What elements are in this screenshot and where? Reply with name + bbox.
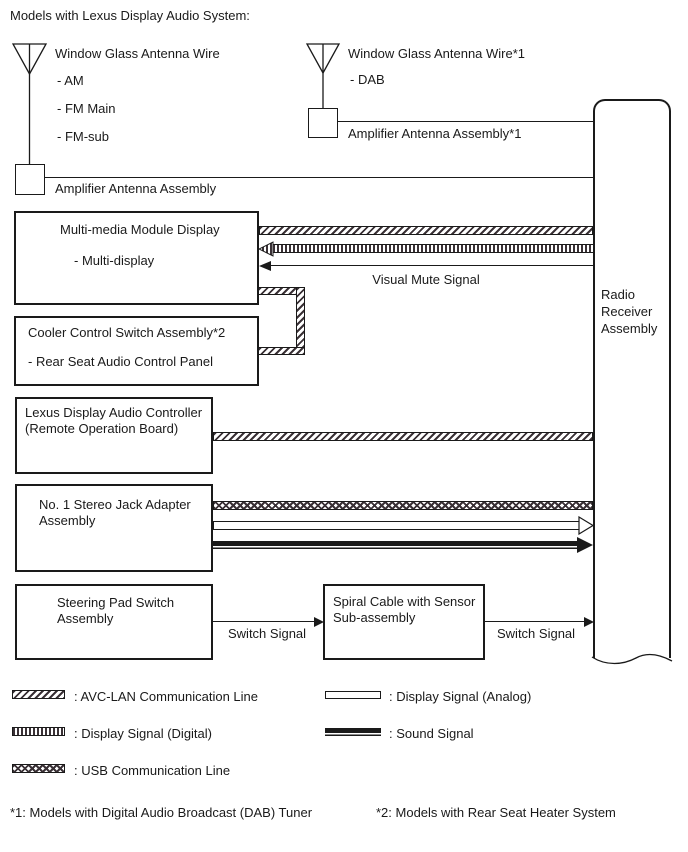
antenna-left-label: Window Glass Antenna Wire <box>55 46 220 61</box>
stereo-jack-line1: No. 1 Stereo Jack Adapter <box>39 497 191 512</box>
legend-usb-label: : USB Communication Line <box>74 763 231 778</box>
stereo-jack-line2: Assembly <box>39 513 96 528</box>
amplifier-antenna-box-dab <box>308 108 338 138</box>
switch-signal-label-1: Switch Signal <box>228 626 307 641</box>
legend-avc-lan-label: : AVC-LAN Communication Line <box>74 689 259 704</box>
legend-sound-label: : Sound Signal <box>389 726 474 741</box>
antenna-right-label: Window Glass Antenna Wire*1 <box>348 46 526 61</box>
cooler-control-title: Cooler Control Switch Assembly*2 <box>28 325 226 340</box>
arrow-left-striped-icon <box>258 241 274 257</box>
antenna-left-item: - AM <box>57 73 84 88</box>
cooler-control-sub: - Rear Seat Audio Control Panel <box>28 354 213 369</box>
arrow-right-icon <box>314 617 324 627</box>
display-digital-line <box>273 244 593 253</box>
antenna-icon <box>305 43 341 108</box>
legend-sound-swatch <box>325 728 381 736</box>
switch-signal-label-2: Switch Signal <box>497 626 576 641</box>
legend-usb-swatch <box>12 764 65 773</box>
sound-line <box>213 541 578 549</box>
visual-mute-line <box>270 265 593 266</box>
display-analog-line <box>213 521 580 530</box>
spiral-cable-line2: Sub-assembly <box>333 610 416 625</box>
switch-signal-line-1 <box>213 621 315 622</box>
steering-pad-line1: Steering Pad Switch <box>57 595 175 610</box>
visual-mute-label: Visual Mute Signal <box>372 272 480 287</box>
radio-receiver-label: Radio Receiver Assembly <box>601 287 658 336</box>
multimedia-display-title: Multi-media Module Display <box>60 222 220 237</box>
legend-avc-lan-swatch <box>12 690 65 699</box>
multimedia-display-box: Multi-media Module Display - Multi-displ… <box>14 211 259 305</box>
avc-lan-u-right <box>296 287 305 355</box>
multimedia-display-sub: - Multi-display <box>74 253 155 268</box>
legend-display-analog-swatch <box>325 691 381 699</box>
radio-receiver-box <box>593 99 671 658</box>
switch-signal-line-2 <box>485 621 585 622</box>
lexus-controller-box: Lexus Display Audio Controller (Remote O… <box>15 397 213 474</box>
arrow-right-icon <box>584 617 594 627</box>
avc-lan-u-bottom <box>258 347 305 355</box>
cooler-control-box: Cooler Control Switch Assembly*2 - Rear … <box>14 316 259 386</box>
spiral-cable-line1: Spiral Cable with Sensor <box>333 594 476 609</box>
usb-line <box>213 501 593 510</box>
antenna-left-wire <box>45 177 593 178</box>
legend-display-analog-label: : Display Signal (Analog) <box>389 689 532 704</box>
avc-lan-line <box>213 432 593 441</box>
antenna-left-item: - FM-sub <box>57 129 109 144</box>
page-title: Models with Lexus Display Audio System: <box>10 8 250 23</box>
lexus-controller-line2: (Remote Operation Board) <box>25 421 179 436</box>
amplifier-antenna-label: Amplifier Antenna Assembly <box>55 181 217 196</box>
spiral-cable-box: Spiral Cable with Sensor Sub-assembly <box>323 584 485 660</box>
legend-display-digital-swatch <box>12 727 65 736</box>
legend-display-digital-label: : Display Signal (Digital) <box>74 726 212 741</box>
steering-pad-line2: Assembly <box>57 611 114 626</box>
stereo-jack-box: No. 1 Stereo Jack Adapter Assembly <box>15 484 213 572</box>
lexus-controller-line1: Lexus Display Audio Controller <box>25 405 203 420</box>
avc-lan-line <box>259 226 593 235</box>
footnote-2: *2: Models with Rear Seat Heater System <box>376 805 616 820</box>
footnote-1: *1: Models with Digital Audio Broadcast … <box>10 805 313 820</box>
arrow-left-icon <box>259 261 271 271</box>
steering-pad-box: Steering Pad Switch Assembly <box>15 584 213 660</box>
antenna-icon <box>12 43 48 166</box>
arrow-right-hollow-icon <box>578 516 595 535</box>
antenna-right-wire <box>338 121 593 122</box>
amplifier-antenna-dab-label: Amplifier Antenna Assembly*1 <box>348 126 522 141</box>
antenna-left-item: - FM Main <box>57 101 116 116</box>
antenna-right-item: - DAB <box>350 72 385 87</box>
break-wave-icon <box>591 653 673 665</box>
arrow-right-icon <box>577 537 593 553</box>
amplifier-antenna-box <box>15 164 45 195</box>
